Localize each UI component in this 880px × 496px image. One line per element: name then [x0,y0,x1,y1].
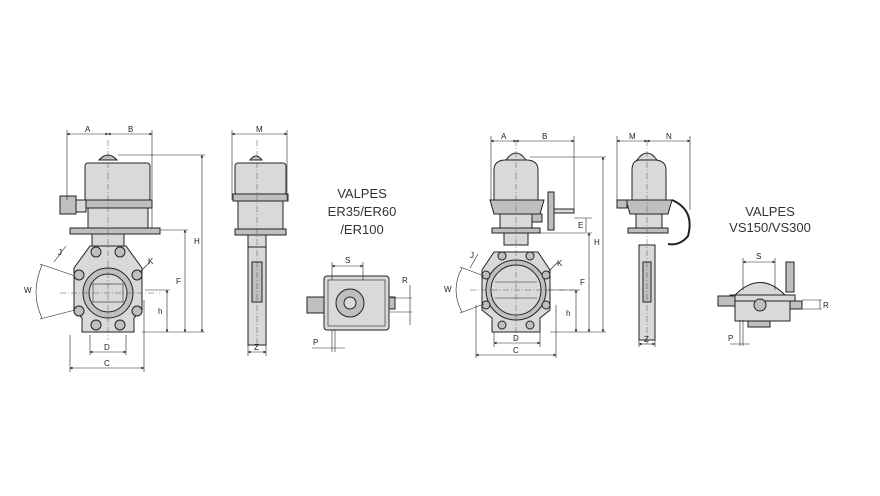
position-indicator [97,154,119,161]
dim-label-a-vs: A [501,132,507,141]
cable-connector [59,195,77,215]
model-subtitle-vs: VS150/VS300 [729,220,811,235]
dim-label-r-vs: R [823,301,829,310]
dim-label-p-vs: P [728,334,733,343]
dim-label-h-total-vs: H [594,238,600,247]
actuator-housing [493,159,539,201]
dim-label-z: Z [254,343,259,352]
model-title-er: VALPES [337,186,387,201]
dim-label-s: S [345,256,350,265]
model-subtitle-er-2: /ER100 [340,222,383,237]
vs-top-view: S R P [717,252,829,346]
model-title-vs: VALPES [745,204,795,219]
model-subtitle-er-1: ER35/ER60 [328,204,397,219]
dim-label-h-total: H [194,237,200,246]
dim-label-f: F [176,277,181,286]
dim-label-m-vs: M [629,132,636,141]
dim-label-b: B [128,125,133,134]
dim-label-s-vs: S [756,252,761,261]
handwheel [547,191,555,231]
dim-label-n: N [666,132,672,141]
mounting-plate [69,227,161,235]
er-front-dimensions: A B H F h D C W J K [24,125,205,372]
dim-label-e: E [578,221,583,230]
dim-label-m: M [256,125,263,134]
dim-label-a: A [85,125,91,134]
er-front-view [59,140,161,340]
er-top-view: S R P [306,256,412,352]
dim-label-w-vs: W [444,285,452,294]
dim-label-c-vs: C [513,346,519,355]
dim-label-j-vs: J [470,251,474,260]
dim-label-c: C [104,359,110,368]
vs-front-dimensions: A B H E F h D C W J K [444,132,606,358]
dim-label-d-vs: D [513,334,519,343]
dim-label-h: h [158,307,162,316]
dim-label-w: W [24,286,32,295]
dim-label-r: R [402,276,408,285]
dim-label-j: J [58,248,62,257]
vs-front-view [470,140,580,340]
dim-label-p: P [313,338,318,347]
dim-label-f-vs: F [580,278,585,287]
dim-label-b-vs: B [542,132,547,141]
vs-side-view: M N Z [616,132,691,347]
dim-label-h-vs: h [566,309,570,318]
dim-label-z-vs: Z [644,335,649,344]
dim-label-k: K [148,257,154,266]
dim-label-d: D [104,343,110,352]
er-side-view: M Z [231,125,289,356]
dim-label-k-vs: K [557,259,563,268]
actuator-housing [84,162,151,202]
